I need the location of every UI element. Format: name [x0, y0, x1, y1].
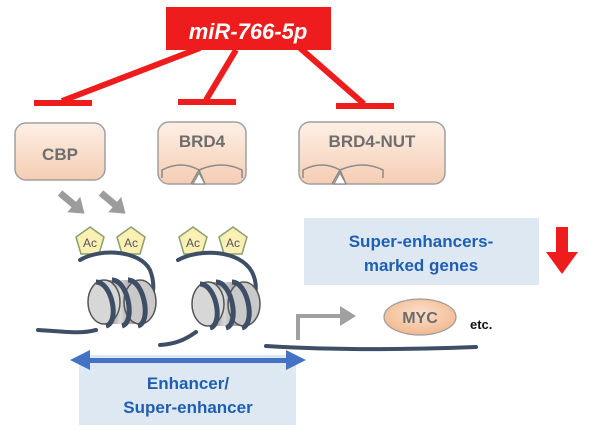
se-genes-box: Super-enhancers- marked genes — [304, 218, 539, 285]
brd4-nut-label: BRD4-NUT — [329, 132, 417, 151]
mirna-title-box: miR-766-5p — [166, 7, 331, 50]
myc-label: MYC — [402, 310, 438, 327]
transcription-arrow — [296, 306, 356, 340]
nucleosome-1 — [87, 277, 157, 329]
protein-brd4-nut: BRD4-NUT — [298, 121, 446, 185]
inhibit-line-brd4nut — [298, 45, 366, 107]
protein-brd4: BRD4 — [157, 121, 247, 185]
enhancer-line1: Enhancer/ — [147, 374, 229, 393]
cbp-arrow-right — [98, 190, 126, 214]
inhibit-line-brd4 — [203, 48, 239, 102]
ac-pentagon-2: Ac — [116, 226, 146, 255]
se-genes-line2: marked genes — [364, 256, 478, 275]
nucleosome-2 — [191, 279, 261, 331]
brd4-bromodomain-icon — [161, 164, 243, 185]
enhancer-box: Enhancer/ Super-enhancer — [79, 355, 296, 425]
mirna-title: miR-766-5p — [189, 19, 308, 44]
se-genes-line1: Super-enhancers- — [349, 232, 494, 251]
ac-pentagon-4: Ac — [218, 226, 248, 255]
down-arrow-icon — [546, 227, 578, 274]
ac-label: Ac — [226, 236, 240, 250]
cbp-label: CBP — [42, 145, 78, 164]
inhibition-lines — [34, 45, 394, 109]
brd4-label: BRD4 — [179, 132, 226, 151]
ac-label: Ac — [186, 236, 200, 250]
protein-cbp: CBP — [14, 122, 106, 181]
ac-pentagon-1: Ac — [75, 226, 105, 255]
myc-gene: MYC — [383, 298, 457, 336]
inhibit-line-cbp — [60, 45, 202, 104]
brd4-nut-bromodomain-icon — [302, 164, 384, 185]
ac-label: Ac — [83, 236, 97, 250]
enhancer-line2: Super-enhancer — [123, 398, 253, 417]
ac-label: Ac — [124, 236, 138, 250]
acetyl-marks: Ac Ac Ac Ac — [75, 226, 248, 255]
acetylation-arrows — [57, 190, 126, 214]
cbp-arrow-left — [57, 190, 85, 214]
enhancer-span-arrow — [70, 350, 306, 370]
etc-label: etc. — [470, 317, 492, 332]
ac-pentagon-3: Ac — [178, 226, 208, 255]
